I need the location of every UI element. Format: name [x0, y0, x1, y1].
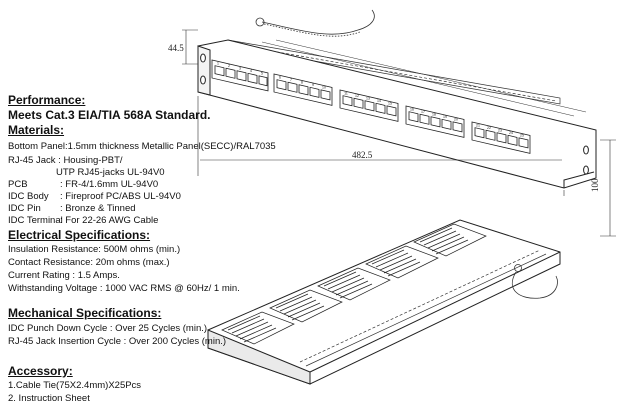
contact-spec: Contact Resistance: 20m ohms (max.) — [8, 257, 170, 268]
pcb-label: PCB — [8, 179, 28, 190]
port-number-label: 19 — [443, 115, 447, 119]
port-number-label: 9 — [312, 83, 314, 87]
port-number-label: 23 — [498, 128, 502, 132]
port-number-label: 20 — [454, 118, 458, 122]
bottom-panel-spec: Bottom Panel:1.5mm thickness Metallic Pa… — [8, 141, 276, 152]
electrical-heading: Electrical Specifications: — [8, 228, 151, 242]
port-number-label: 24 — [509, 131, 513, 135]
idc-body-label: IDC Body — [8, 191, 49, 202]
port-number-label: 1 — [217, 61, 219, 65]
idc-terminal-label: IDC Terminal — [8, 215, 63, 226]
withstanding-spec: Withstanding Voltage : 1000 VAC RMS @ 60… — [8, 283, 240, 294]
accessory-heading: Accessory: — [8, 364, 73, 378]
port-number-label: 16 — [410, 107, 414, 111]
port-number-label: 18 — [432, 112, 436, 116]
current-spec: Current Rating : 1.5 Amps. — [8, 270, 120, 281]
dim-height-label: 44.5 — [168, 43, 184, 53]
ground-wire-bottom — [511, 264, 558, 299]
idc-pin-label: IDC Pin — [8, 203, 41, 214]
idc-pin-spec: IDC Pin : Bronze & Tinned — [8, 203, 136, 214]
port-number-label: 14 — [377, 99, 381, 103]
port-number-label: 12 — [355, 94, 359, 98]
port-number-label: 7 — [290, 78, 292, 82]
accessory-item-2: 2. Instruction Sheet — [8, 393, 90, 404]
front-panel-perspective — [207, 219, 561, 385]
port-number-label: 3 — [239, 66, 241, 70]
mechanical-heading: Mechanical Specifications: — [8, 306, 162, 320]
idc-body-spec: IDC Body : Fireproof PC/ABS UL-94V0 — [8, 191, 181, 202]
port-number-label: 21 — [476, 123, 480, 127]
jack-groups-top — [211, 59, 531, 154]
port-number-label: 22 — [487, 126, 491, 130]
idc-blocks — [221, 223, 487, 345]
idc-terminal-value: : For 22-26 AWG Cable — [60, 215, 159, 226]
idc-pin-value: : Bronze & Tinned — [60, 203, 136, 214]
rj45-spec: RJ-45 Jack : Housing-PBT/ — [8, 155, 123, 166]
port-number-label: 13 — [366, 96, 370, 100]
dim-width-label: 482.5 — [352, 150, 373, 160]
port-number-label: 25 — [520, 134, 524, 138]
port-number-label: 15 — [388, 102, 392, 106]
standard-text: Meets Cat.3 EIA/TIA 568A Standard. — [8, 108, 211, 122]
port-number-label: 8 — [301, 80, 303, 84]
pcb-value: : FR-4/1.6mm UL-94V0 — [60, 179, 159, 190]
accessory-item-1: 1.Cable Tie(75X2.4mm)X25Pcs — [8, 380, 142, 391]
port-number-label: 17 — [421, 110, 425, 114]
rj45-value-1: Housing-PBT/ — [63, 155, 123, 166]
rj45-value-2: UTP RJ45-jacks UL-94V0 — [56, 167, 165, 178]
idc-terminal-spec: IDC Terminal: For 22-26 AWG Cable — [8, 215, 158, 226]
port-number-label: 10 — [322, 86, 326, 90]
pcb-spec: PCB : FR-4/1.6mm UL-94V0 — [8, 179, 158, 190]
dimension-lines — [182, 29, 616, 237]
dim-depth-label: 100 — [590, 178, 600, 192]
materials-heading: Materials: — [8, 123, 65, 137]
port-number-label: 6 — [279, 75, 281, 79]
insulation-spec: Insulation Resistance: 500M ohms (min.) — [8, 244, 181, 255]
port-number-label: 5 — [261, 72, 263, 76]
idc-body-value: : Fireproof PC/ABS UL-94V0 — [60, 191, 181, 202]
ground-wire-top — [255, 9, 375, 37]
idc-cycle-spec: IDC Punch Down Cycle : Over 25 Cycles (m… — [8, 323, 208, 334]
port-number-label: 4 — [250, 69, 252, 73]
rj45-label: RJ-45 Jack : — [8, 155, 64, 166]
port-number-label: 11 — [344, 91, 348, 95]
rj45-cycle-spec: RJ-45 Jack Insertion Cycle : Over 200 Cy… — [8, 336, 227, 347]
performance-heading: Performance: — [8, 93, 86, 107]
rear-tie-bar-bottom — [299, 249, 547, 367]
port-number-label: 2 — [228, 64, 230, 68]
